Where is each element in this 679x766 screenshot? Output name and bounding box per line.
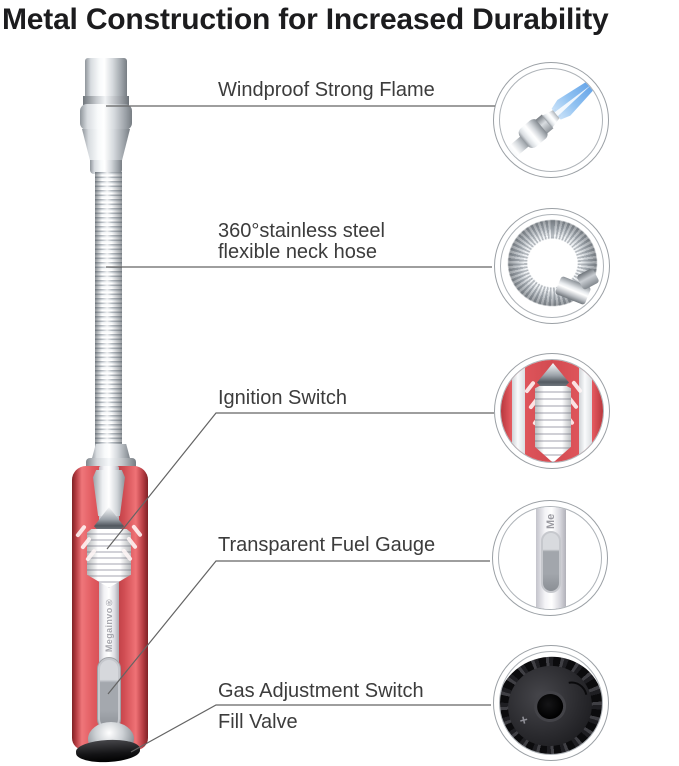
label-flexible-hose-line2: flexible neck hose <box>218 241 377 263</box>
gauge-detail-photo: Me <box>498 506 602 610</box>
label-flexible-hose-line1: 360°stainless steel <box>218 220 385 242</box>
nozzle-collar <box>90 160 122 174</box>
label-flexible-hose: 360°stainless steel flexible neck hose <box>218 221 385 263</box>
callout-line-gauge <box>107 560 490 695</box>
flame-detail-circle <box>493 62 609 178</box>
nozzle-shoulder <box>82 129 130 163</box>
label-ignition-switch: Ignition Switch <box>218 387 347 409</box>
nozzle-bulge <box>80 104 132 130</box>
gauge-window-icon <box>541 531 561 593</box>
switch-slider-icon <box>535 386 571 462</box>
label-gas-adjustment: Gas Adjustment Switch <box>218 680 424 702</box>
ignition-detail-circle <box>494 353 610 469</box>
switch-right-strip <box>579 360 592 462</box>
torch-nozzle-assembly <box>500 68 603 169</box>
gauge-detail-circle: Me <box>492 500 608 616</box>
switch-left-strip <box>512 360 525 462</box>
ignition-detail-photo <box>500 359 604 463</box>
bottom-dial: + <box>500 652 602 754</box>
callout-line-valve <box>130 704 491 753</box>
flexible-neck-hose <box>95 172 122 448</box>
valve-detail-photo: + <box>499 651 603 755</box>
hose-detail-circle <box>494 208 610 324</box>
brand-text: Megainvo® <box>104 597 114 653</box>
gauge-brand-partial: Me <box>545 513 557 529</box>
flame-detail-photo <box>499 68 603 172</box>
label-fill-valve: Fill Valve <box>218 711 298 733</box>
page-title: Metal Construction for Increased Durabil… <box>2 3 609 36</box>
nozzle-barrel <box>85 58 127 98</box>
label-fuel-gauge: Transparent Fuel Gauge <box>218 534 436 556</box>
callout-line-ignition <box>106 412 494 550</box>
hose-detail-photo <box>500 214 604 318</box>
label-windproof-flame: Windproof Strong Flame <box>218 79 435 101</box>
valve-detail-circle: + <box>493 645 609 761</box>
fuel-gauge-window <box>97 657 121 731</box>
nozzle-ring <box>83 96 129 105</box>
